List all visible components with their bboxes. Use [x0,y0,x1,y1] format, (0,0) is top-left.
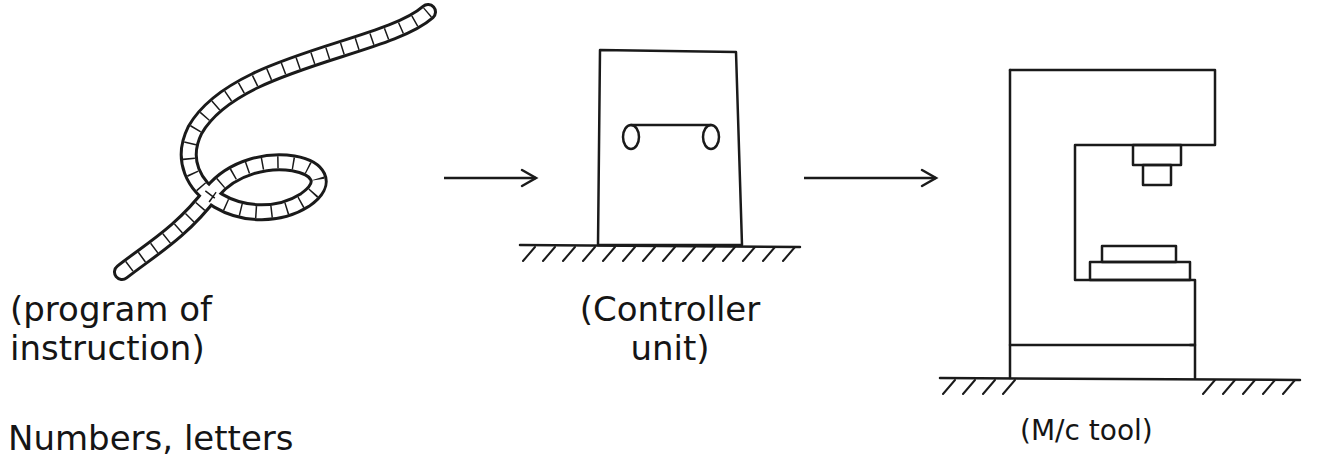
machine-base [1010,345,1195,378]
unit-caption: (M/c tool) [1020,415,1240,447]
ground-hatch [943,380,1295,394]
arrow-line [804,177,936,180]
tape-marks [122,12,428,272]
illustrated-unit: (program of instruction) [10,5,440,390]
tape-body [122,12,428,272]
cutting-tool [1143,165,1171,185]
unit-caption: (program of instruction) [10,290,370,368]
controller-knob [623,125,639,149]
arrow-line [444,177,536,180]
unit-caption: (Controller unit) [540,290,800,368]
arrow-head [522,170,536,186]
machine-table [1090,262,1190,280]
note-text: Numbers, letters [8,418,294,458]
tape-outline [122,12,428,272]
arrow-head [922,170,936,186]
ground-line [520,245,800,247]
tool-holder [1133,145,1181,165]
flow-arrow [444,170,536,186]
controller-knob [703,125,719,149]
machine-frame [1010,70,1215,345]
controller-cabinet [598,50,742,245]
flow-arrow [804,170,936,186]
controller-bar [631,124,711,127]
illustrated-unit: (Controller unit) [540,40,800,380]
workpiece [1102,246,1176,262]
machine-frame [1009,70,1012,378]
illustrated-unit: (M/c tool) [940,60,1310,465]
ground-hatch [523,247,795,261]
